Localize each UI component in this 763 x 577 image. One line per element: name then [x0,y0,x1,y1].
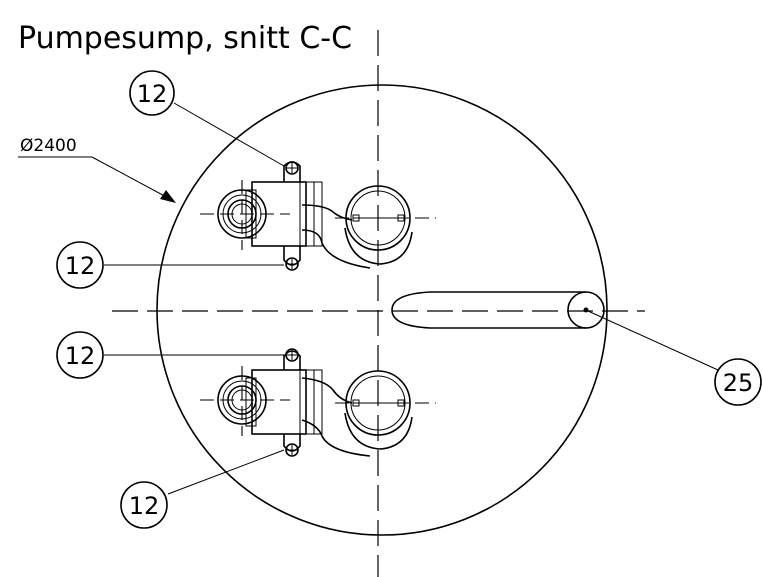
callout-label: 12 [65,252,96,280]
callout-bubble-bottom-left-upper: 12 [56,331,104,379]
bolt [285,161,299,175]
callout-bubble-top-left-lower: 12 [56,241,104,289]
callout-label: 25 [723,369,754,397]
diameter-label: Ø2400 [20,136,77,156]
pump-assembly-lower [200,348,436,457]
leader-line [173,102,285,167]
callout-label: 12 [129,492,160,520]
bolt [285,348,299,362]
drawing-title: Pumpesump, snitt C-C [18,21,352,56]
leader-line [167,449,285,495]
pump-assembly-upper [200,161,436,271]
diameter-dimension: Ø2400 [18,136,176,203]
bolt [285,257,299,271]
bolt [285,443,299,457]
dimension-arrowhead [160,190,176,203]
callout-bubble-right: 25 [714,358,762,406]
callout-label: 12 [65,342,96,370]
callout-label: 12 [137,80,168,108]
callout-bubble-top-left-upper: 12 [129,70,175,116]
valve-body [251,369,307,435]
sump-outline [156,84,608,536]
rod-element [391,291,719,371]
rod-end-circle [567,291,605,329]
callout-bubble-bottom-left-lower: 12 [120,481,168,529]
